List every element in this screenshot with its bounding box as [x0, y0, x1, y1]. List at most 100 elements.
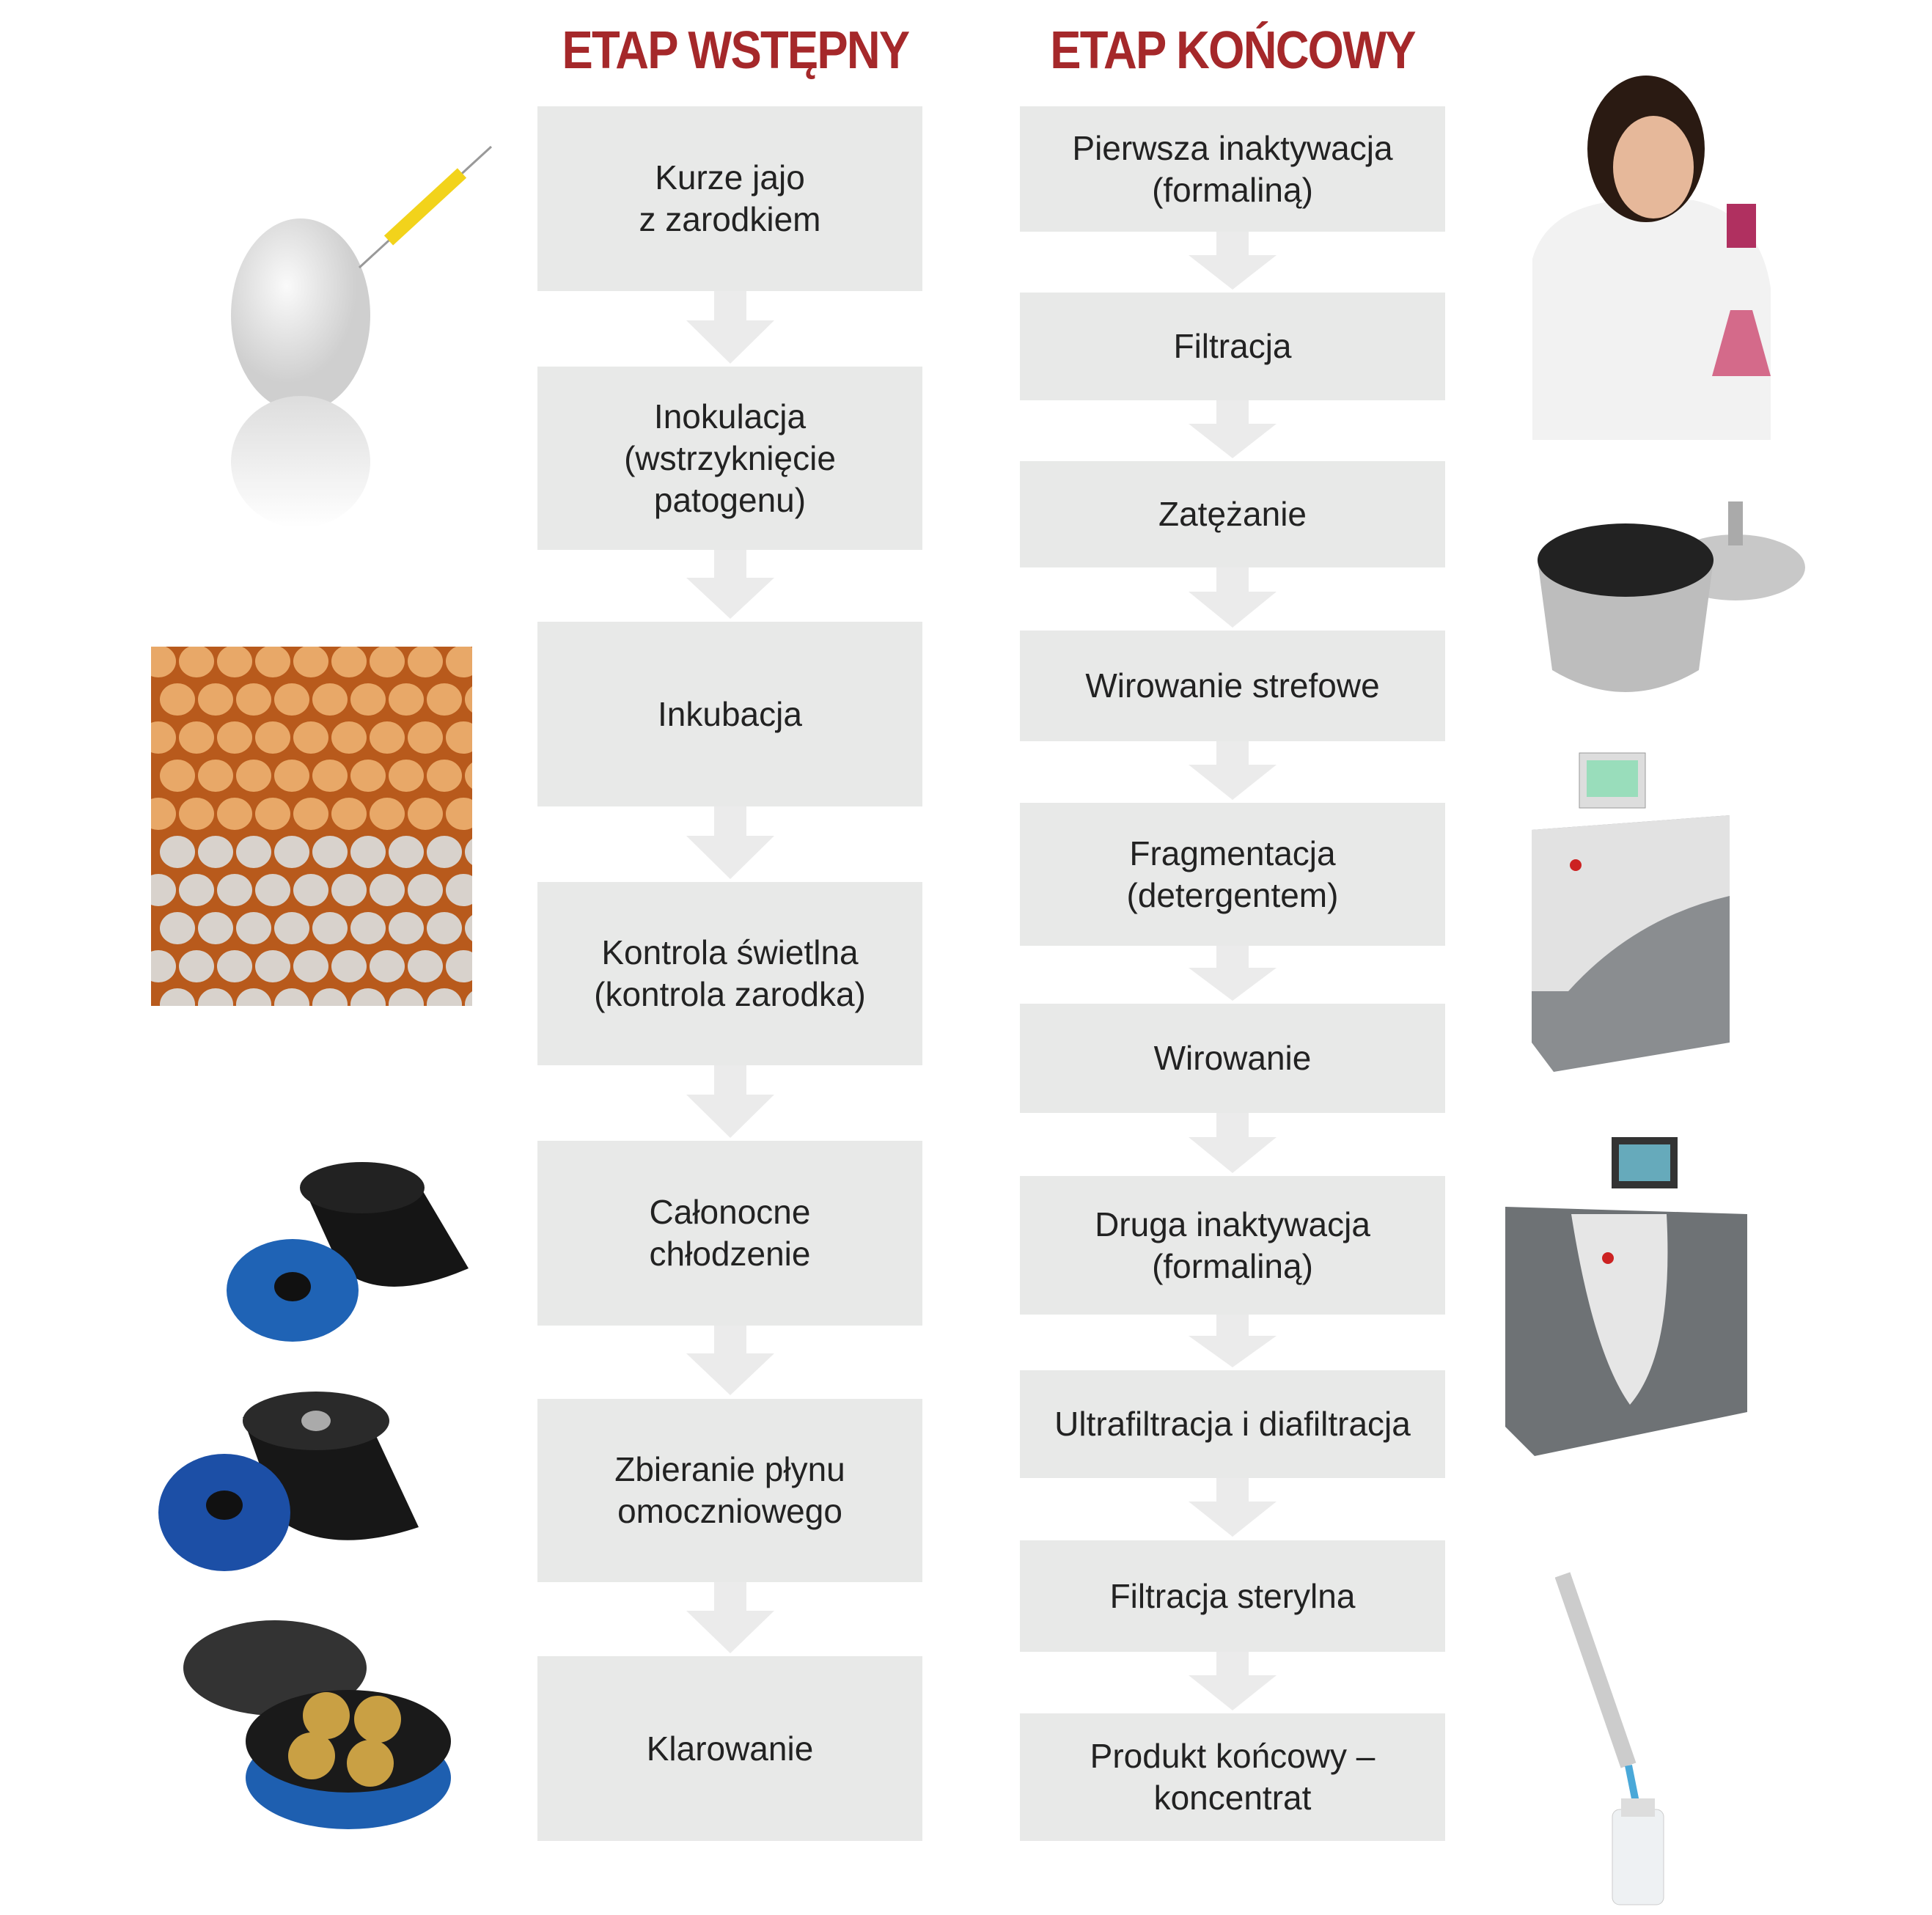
egg-shape	[446, 721, 472, 754]
rotor-blue-lid-image	[227, 1162, 469, 1342]
egg-shape	[236, 912, 271, 944]
egg-shape	[465, 686, 472, 713]
initial-step-4: Kontrola świetlna (kontrola zarodka)	[537, 882, 922, 1065]
egg-shape	[331, 874, 367, 906]
egg-shape	[151, 647, 176, 677]
egg-shape	[151, 798, 176, 830]
egg-shape	[151, 950, 176, 982]
egg-shape	[217, 798, 252, 830]
final-step-9: Filtracja sterylna	[1020, 1540, 1445, 1652]
rotor-fixed-angle-image	[158, 1392, 419, 1571]
arrow-down-icon	[686, 1326, 774, 1396]
egg-shape	[255, 950, 290, 982]
egg-syringe-image	[231, 145, 493, 528]
final-step-1: Pierwsza inaktywacja (formaliną)	[1020, 106, 1445, 232]
arrow-down-icon	[1189, 1652, 1277, 1710]
arrow-down-icon	[686, 806, 774, 879]
egg-shape	[312, 683, 348, 716]
egg-shape	[408, 721, 443, 754]
egg-shape	[350, 683, 386, 716]
egg-shape	[255, 721, 290, 754]
egg-shape	[198, 988, 233, 1006]
egg-shape	[446, 950, 472, 982]
egg-shape	[179, 798, 214, 830]
egg-shape	[408, 647, 443, 677]
egg-shape	[198, 760, 233, 792]
arrow-down-icon	[1189, 400, 1277, 458]
rotor-swinging-bucket-image	[183, 1620, 451, 1829]
egg-shape	[465, 991, 472, 1006]
final-step-3: Zatężanie	[1020, 461, 1445, 567]
egg-shape	[446, 798, 472, 830]
egg-shape	[350, 760, 386, 792]
initial-step-1: Kurze jajo z zarodkiem	[537, 106, 922, 291]
header-initial-stage: ETAP WSTĘPNY	[562, 21, 911, 80]
egg-shape	[408, 950, 443, 982]
egg-shape	[293, 721, 328, 754]
final-step-5: Fragmentacja (detergentem)	[1020, 803, 1445, 946]
egg-shape	[293, 874, 328, 906]
egg-shape	[312, 836, 348, 868]
egg-shape	[389, 912, 424, 944]
egg-shape	[217, 721, 252, 754]
initial-step-2: Inokulacja (wstrzyknięcie patogenu)	[537, 367, 922, 550]
egg-shape	[370, 950, 405, 982]
final-step-8: Ultrafiltracja i diafiltracja	[1020, 1370, 1445, 1478]
egg-shape	[465, 839, 472, 865]
egg-shape	[198, 836, 233, 868]
egg-shape	[236, 988, 271, 1006]
egg-shape	[370, 874, 405, 906]
initial-step-7: Klarowanie	[537, 1656, 922, 1841]
arrow-down-icon	[686, 291, 774, 364]
final-step-6: Wirowanie	[1020, 1004, 1445, 1113]
initial-step-5: Całonocne chłodzenie	[537, 1141, 922, 1326]
egg-shape	[179, 950, 214, 982]
eggs-candling-image	[151, 647, 472, 1006]
egg-shape	[427, 912, 462, 944]
egg-shape	[151, 874, 176, 906]
egg-shape	[389, 683, 424, 716]
egg-shape	[331, 721, 367, 754]
egg-shape	[331, 647, 367, 677]
final-step-4: Wirowanie strefowe	[1020, 631, 1445, 741]
egg-shape	[160, 760, 195, 792]
egg-shape	[217, 874, 252, 906]
arrow-down-icon	[1189, 741, 1277, 800]
egg-shape	[255, 798, 290, 830]
arrow-down-icon	[686, 1065, 774, 1138]
egg-shape	[236, 836, 271, 868]
egg-shape	[293, 798, 328, 830]
egg-shape	[446, 647, 472, 677]
egg-shape	[236, 683, 271, 716]
egg-shape	[236, 760, 271, 792]
initial-step-6: Zbieranie płynu omoczniowego	[537, 1399, 922, 1582]
egg-shape	[389, 760, 424, 792]
egg-shape	[274, 836, 309, 868]
final-step-10: Produkt końcowy – koncentrat	[1020, 1713, 1445, 1841]
egg-shape	[274, 683, 309, 716]
centrifuge-optima-image	[1505, 1137, 1747, 1456]
egg-shape	[293, 950, 328, 982]
egg-shape	[350, 912, 386, 944]
centrifuge-avanti-image	[1532, 752, 1730, 1072]
arrow-down-icon	[1189, 1478, 1277, 1537]
egg-shape	[160, 988, 195, 1006]
egg-shape	[312, 760, 348, 792]
egg-shape	[312, 912, 348, 944]
egg-shape	[331, 950, 367, 982]
header-final-stage: ETAP KOŃCOWY	[1050, 21, 1416, 80]
arrow-down-icon	[1189, 232, 1277, 290]
egg-shape	[274, 912, 309, 944]
egg-shape	[370, 798, 405, 830]
syringe-vial-image	[1555, 1572, 1664, 1905]
egg-shape	[370, 647, 405, 677]
initial-step-3: Inkubacja	[537, 622, 922, 806]
egg-shape	[427, 683, 462, 716]
arrow-down-icon	[1189, 1315, 1277, 1367]
egg-shape	[350, 988, 386, 1006]
egg-shape	[274, 988, 309, 1006]
egg-shape	[465, 762, 472, 789]
egg-shape	[427, 836, 462, 868]
egg-shape	[446, 874, 472, 906]
egg-shape	[179, 647, 214, 677]
